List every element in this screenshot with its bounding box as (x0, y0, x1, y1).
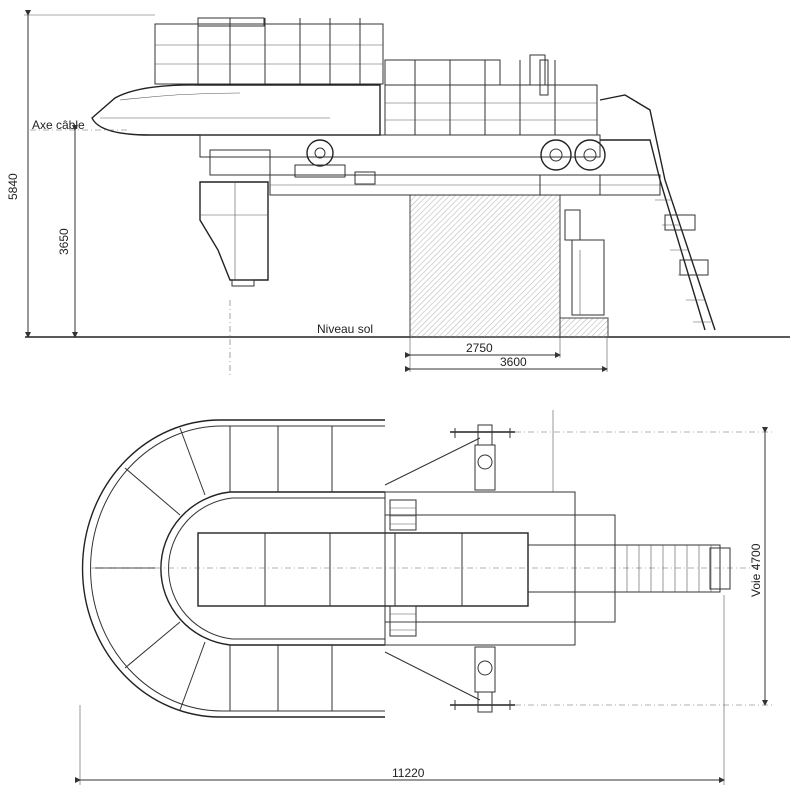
total-height-value: 5840 (6, 173, 20, 200)
dimension-total-length: 11220 (75, 595, 725, 785)
main-beam (199, 134, 601, 158)
dimension-foundation: 2750 (405, 337, 561, 372)
ground-level-label: Niveau sol (317, 322, 373, 336)
central-deck (197, 532, 529, 607)
right-railing (384, 54, 598, 136)
dimension-base: 3600 (405, 337, 608, 372)
dimension-total-height: 5840 (6, 10, 155, 338)
base-width-value: 3600 (500, 355, 527, 369)
canopy-nose (91, 84, 381, 136)
track-width-label: Voie 4700 (749, 543, 763, 597)
plan-access-stair (614, 544, 731, 593)
cable-axis-label: Axe câble (32, 118, 85, 132)
plan-sheave-top (450, 424, 515, 491)
plan-sheave-bottom (450, 646, 515, 713)
outer-loop (81, 419, 385, 718)
access-stair (599, 94, 716, 331)
upper-railing (154, 17, 384, 85)
cable-height-value: 3650 (57, 228, 71, 255)
inner-loop (160, 491, 385, 646)
total-length-value: 11220 (392, 766, 425, 780)
dimension-cable-height: 3650 (57, 125, 78, 338)
dimension-track: Voie 4700 (749, 427, 768, 706)
plan-view: Voie 4700 11220 (75, 410, 775, 785)
foundation-step (559, 317, 609, 338)
elevation-view: Axe câble 5840 3650 Niveau sol 2750 3600 (6, 10, 790, 375)
foundation-block (409, 194, 561, 338)
foundation-width-value: 2750 (466, 341, 493, 355)
sheave-group (306, 139, 606, 171)
tension-hopper (199, 181, 269, 281)
